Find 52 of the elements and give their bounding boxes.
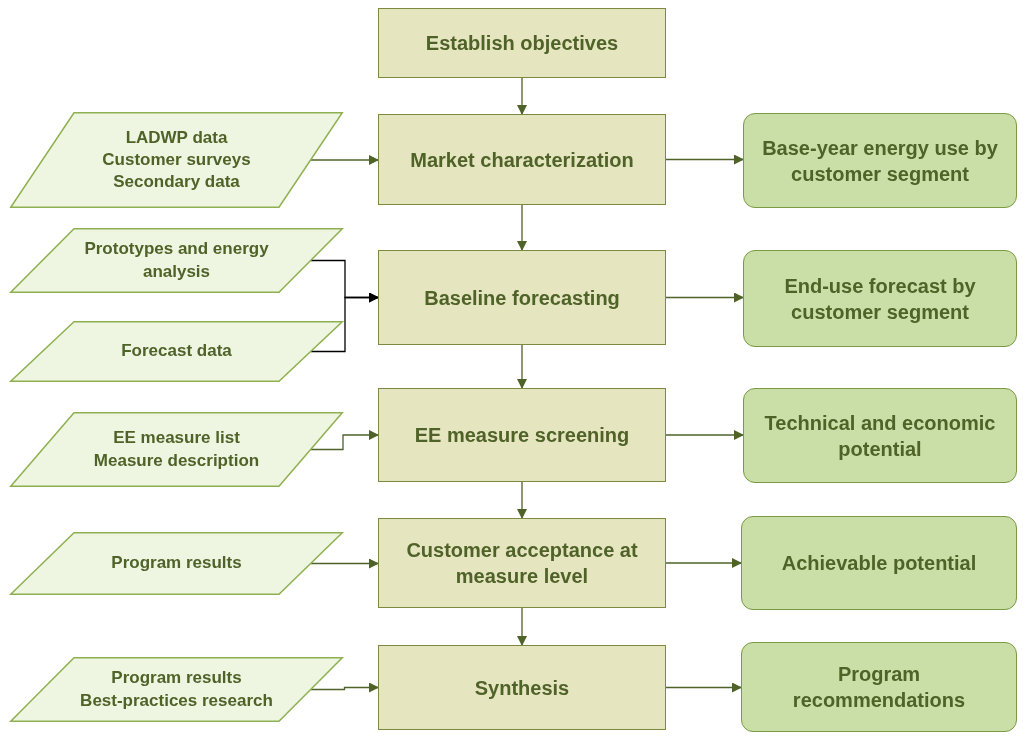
node-label: EE measure screening (414, 423, 630, 448)
arrow (517, 344, 527, 389)
node-label: Achievable potential (781, 551, 977, 576)
node-label: Program recommendations (791, 662, 967, 713)
node-label: Program results (111, 552, 242, 575)
arrow (517, 77, 527, 115)
input-parallelogram (10, 532, 343, 595)
arrow (665, 430, 744, 440)
node-label: EE measure list (113, 427, 240, 450)
process-box (378, 114, 666, 205)
output-box (743, 250, 1017, 347)
process-box (378, 250, 666, 345)
node-label: Customer surveys (102, 148, 251, 171)
output-box (743, 113, 1017, 208)
node-label: Program results (111, 667, 242, 690)
input-parallelogram (10, 112, 343, 208)
arrow (310, 292, 379, 353)
node-label: Forecast data (121, 340, 232, 363)
arrow (517, 607, 527, 646)
node-label: Measure description (93, 449, 260, 472)
arrow (665, 682, 742, 693)
arrow (310, 430, 379, 451)
output-box (741, 516, 1017, 610)
input-parallelogram (10, 412, 343, 487)
process-box (378, 8, 666, 78)
input-parallelogram (10, 321, 343, 382)
arrow (665, 154, 744, 165)
arrow (517, 481, 527, 519)
output-box (743, 388, 1017, 483)
arrow (665, 292, 744, 303)
node-label: Secondary data (113, 171, 240, 194)
node-label: Technical and economic potential (763, 410, 997, 462)
output-box (741, 642, 1017, 732)
node-label: Market characterization (410, 147, 634, 173)
arrow (665, 558, 742, 568)
arrow (310, 558, 379, 569)
arrow (517, 204, 527, 251)
node-label: LADWP data (125, 126, 228, 149)
input-parallelogram (10, 657, 343, 722)
node-label: Customer acceptance at measure level (405, 538, 639, 589)
input-parallelogram (10, 228, 343, 293)
process-box (378, 518, 666, 608)
node-label: Establish objectives (425, 31, 619, 56)
process-box (378, 645, 666, 730)
arrow (310, 682, 379, 693)
node-label: Best-practices research (80, 689, 273, 712)
node-label: Base-year energy use by customer segment (761, 135, 999, 187)
node-label: Synthesis (474, 675, 570, 701)
node-label: Prototypes and energy analysis (83, 238, 270, 283)
node-label: Baseline forecasting (424, 285, 620, 311)
process-box (378, 388, 666, 482)
node-label: End-use forecast by customer segment (783, 273, 977, 325)
